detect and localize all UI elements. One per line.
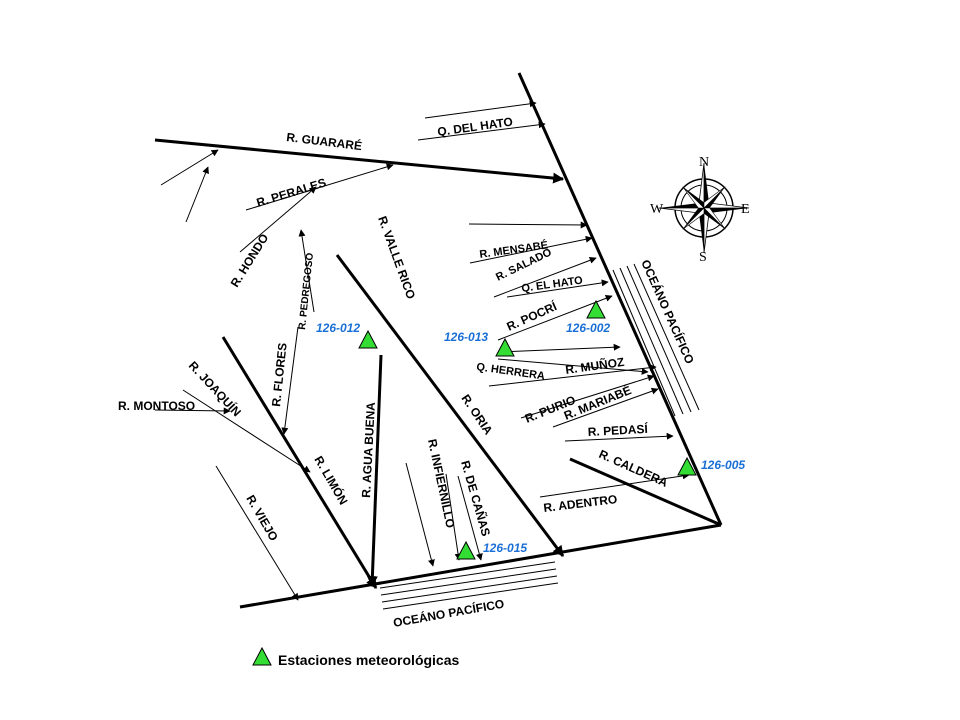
coastline-east <box>517 72 723 526</box>
label-r-guarare: R. GUARARÉ <box>286 129 363 153</box>
compass-s: S <box>699 250 707 265</box>
ocean-hatch-east <box>612 263 700 417</box>
station-126-013-marker <box>495 337 515 357</box>
label-r-infiernillo: R. INFIERNILLO <box>425 438 458 530</box>
label-r-de-canas: R. DE CAÑAS <box>458 459 494 538</box>
compass-e: E <box>741 202 750 217</box>
legend-label: Estaciones meteorológicas <box>278 652 460 668</box>
label-r-agua-buena: R. AGUA BUENA <box>359 401 378 498</box>
station-triangle-icon <box>252 646 272 666</box>
compass-w: W <box>650 202 664 217</box>
label-r-perales: R. PERALES <box>255 175 328 209</box>
station-126-005-marker <box>677 456 697 476</box>
label-r-adentro: R. ADENTRO <box>543 492 618 515</box>
label-q-el-hato: Q. EL HATO <box>521 274 584 295</box>
label-q-del-hato: Q. DEL HATO <box>436 115 513 139</box>
label-r-flores: R. FLORES <box>269 342 290 407</box>
label-r-hondo: R. HONDO <box>228 231 272 289</box>
station-126-015-marker <box>456 540 476 560</box>
label-r-viejo: R. VIEJO <box>243 493 280 544</box>
station-126-002-label: 126-002 <box>566 321 610 335</box>
legend: Estaciones meteorológicas <box>252 646 460 668</box>
label-r-pocri: R. POCRÍ <box>504 298 559 334</box>
stations: 126-012 126-013 126-002 126-005 126-015 <box>316 299 745 560</box>
station-126-015-label: 126-015 <box>483 541 527 555</box>
station-126-012-marker <box>358 329 378 349</box>
label-r-pedregoso: R. PEDREGOSO <box>297 252 316 330</box>
label-r-limon: R. LIMÓN <box>311 453 351 507</box>
station-126-002-marker <box>586 299 606 319</box>
label-q-herrera: Q. HERRERA <box>476 361 546 383</box>
label-r-valle-rico: R. VALLE RICO <box>375 214 418 301</box>
ocean-hatch-south <box>379 561 559 610</box>
station-126-012-label: 126-012 <box>316 321 360 335</box>
river-lines-minor <box>154 100 690 601</box>
river-lines-major <box>154 138 722 589</box>
label-r-montoso: R. MONTOSO <box>118 399 195 413</box>
label-oceano-pacifico-south: OCEÁNO PACÍFICO <box>392 596 505 630</box>
label-r-oria: R. ORIA <box>459 392 496 438</box>
compass-n: N <box>699 155 709 170</box>
station-126-013-label: 126-013 <box>444 330 488 344</box>
compass-rose-icon: N S E W <box>650 155 750 265</box>
label-r-pedasi: R. PEDASÍ <box>587 421 648 439</box>
station-126-005-label: 126-005 <box>701 458 745 472</box>
coastline-south <box>239 523 722 609</box>
